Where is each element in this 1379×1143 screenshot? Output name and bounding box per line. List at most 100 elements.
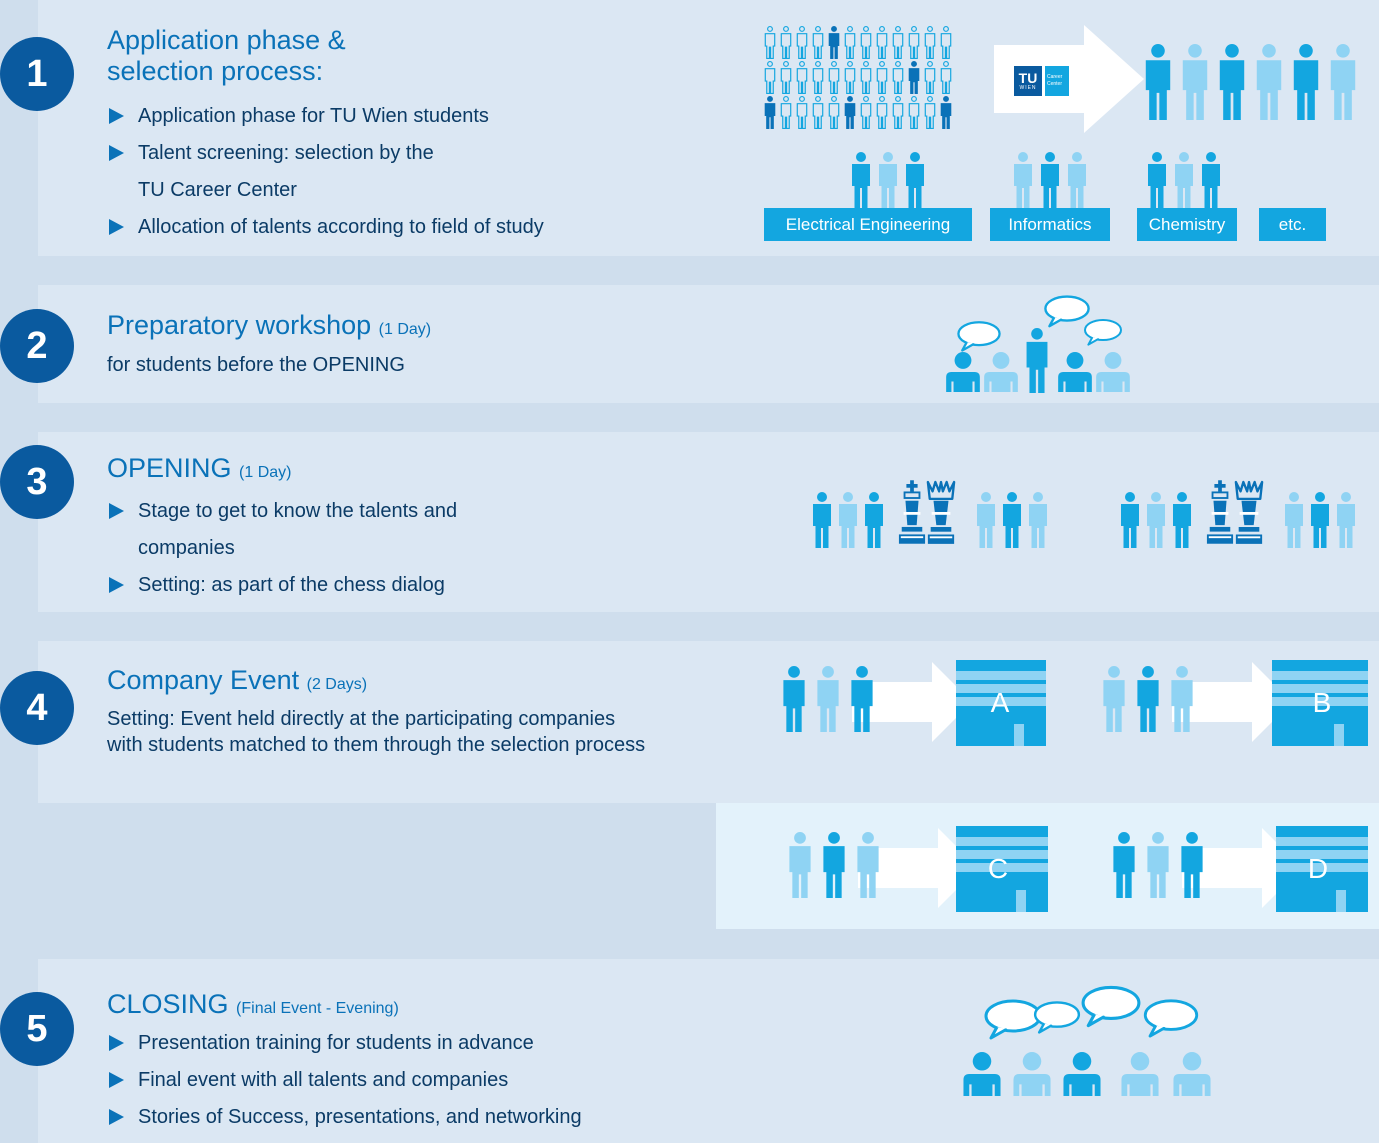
applicant-person-icon [812,26,824,59]
company-a-label: A [991,687,1010,718]
applicant-person-icon [876,61,888,94]
building-b-icon [1272,660,1368,746]
workshop-discussion-icon [946,295,1130,393]
step-1-bullet-1: Application phase for TU Wien students [107,98,544,135]
step-2-title-duration: (1 Day) [378,321,432,338]
chess-dialog-group-2-icon [1121,479,1355,548]
company-d-visit-icon: D [1113,826,1368,912]
applicant-person-icon [780,96,792,129]
applicant-person-icon [892,96,904,129]
step-3-bullets: Stage to get to know the talents and com… [107,493,457,604]
step-5-bullet-1: Presentation training for students in ad… [107,1025,582,1062]
applicant-person-icon [908,26,920,59]
selected-talents-icon [1145,44,1356,120]
step-3-title-duration: (1 Day) [239,464,292,481]
step-1-bullet-2-line1: Talent screening: selection by the [138,142,434,164]
step-1-bullet-2: Talent screening: selection by the TU Ca… [107,135,544,209]
applicant-person-icon [764,26,776,59]
step-1-bullet-2-line2: TU Career Center [138,179,297,201]
career-label: Career [1047,74,1063,80]
step-1-bullet-3: Allocation of talents according to field… [107,209,544,246]
step-3-bullet-1-line2: companies [138,537,235,559]
applicant-person-icon [780,26,792,59]
step-5-bullet-3: Stories of Success, presentations, and n… [107,1099,582,1136]
applicant-person-icon [940,61,952,94]
step-2-title: Preparatory workshop (1 Day) [107,310,431,345]
applicant-person-icon [844,96,856,129]
company-b-visit-icon: B [1103,660,1368,746]
step-5-bullets: Presentation training for students in ad… [107,1025,582,1136]
applicant-person-icon [892,26,904,59]
company-c-visit-icon: C [789,826,1048,912]
step-4-subtitle-line1: Setting: Event held directly at the part… [107,708,616,730]
field-tag-informatics: Informatics [990,208,1110,241]
applicant-person-icon [908,61,920,94]
applicant-person-icon [876,26,888,59]
building-a-icon [956,660,1046,746]
applicant-person-icon [780,61,792,94]
field-tag-electrical-engineering: Electrical Engineering [764,208,972,241]
step-4-title: Company Event (2 Days) [107,665,367,700]
applicant-person-icon [844,61,856,94]
field-group-informatics-icon [1014,152,1086,208]
step-3-bullet-2: Setting: as part of the chess dialog [107,567,457,604]
step-2-number: 2 [0,309,74,383]
step-4-title-main: Company Event [107,665,300,695]
step-4-subtitle: Setting: Event held directly at the part… [107,706,645,758]
applicant-person-icon [828,26,840,59]
step-5-title-main: CLOSING [107,989,229,1019]
step-5-title-duration: (Final Event - Evening) [236,1000,399,1017]
field-group-chemistry-icon [1148,152,1220,208]
step-5-number: 5 [0,992,74,1066]
tu-logo-mark: TU [1018,70,1038,86]
step-5-title: CLOSING (Final Event - Evening) [107,989,399,1024]
step-1-title-line2: selection process: [107,56,324,86]
building-c-icon [956,826,1048,912]
applicant-person-icon [764,61,776,94]
applicant-person-icon [940,26,952,59]
step-2-title-main: Preparatory workshop [107,310,372,340]
applicant-person-icon [828,61,840,94]
applicant-crowd-icon [764,26,952,129]
step-2-band [38,285,1379,403]
step-5-bullet-2: Final event with all talents and compani… [107,1062,582,1099]
applicant-person-icon [796,26,808,59]
selection-arrow-icon [994,25,1144,133]
applicant-person-icon [892,61,904,94]
step-3-title: OPENING (1 Day) [107,453,292,488]
step-3-number: 3 [0,445,74,519]
step-3-title-main: OPENING [107,453,232,483]
applicant-person-icon [908,96,920,129]
building-d-icon [1276,826,1368,912]
applicant-person-icon [860,26,872,59]
step-3-bullet-1-line1: Stage to get to know the talents and [138,500,458,522]
applicant-person-icon [812,96,824,129]
step-1-number: 1 [0,37,74,111]
step-1-title: Application phase & selection process: [107,25,346,87]
applicant-person-icon [828,96,840,129]
company-c-label: C [988,853,1008,884]
applicant-person-icon [860,61,872,94]
tu-logo-sub: WIEN [1019,85,1037,91]
applicant-person-icon [812,61,824,94]
step-3-bullet-1: Stage to get to know the talents and com… [107,493,457,567]
tu-wien-logo: TU WIEN Career Center [1014,66,1070,96]
applicant-person-icon [764,96,776,129]
field-tag-chemistry: Chemistry [1137,208,1237,241]
applicant-person-icon [844,26,856,59]
applicant-person-icon [924,26,936,59]
step-1-bullets: Application phase for TU Wien students T… [107,98,544,246]
field-tag-etc: etc. [1259,208,1326,241]
applicant-person-icon [924,61,936,94]
step-4-subtitle-line2: with students matched to them through th… [107,734,646,756]
step-4-number: 4 [0,671,74,745]
step-4-title-duration: (2 Days) [306,676,368,693]
step-5-band [38,959,1379,1143]
company-b-label: B [1313,687,1332,718]
step-1-title-line1: Application phase & [107,25,346,55]
closing-networking-icon [963,985,1211,1096]
company-d-label: D [1308,853,1328,884]
applicant-person-icon [860,96,872,129]
company-a-visit-icon: A [783,660,1046,746]
center-label: Center [1047,81,1063,87]
